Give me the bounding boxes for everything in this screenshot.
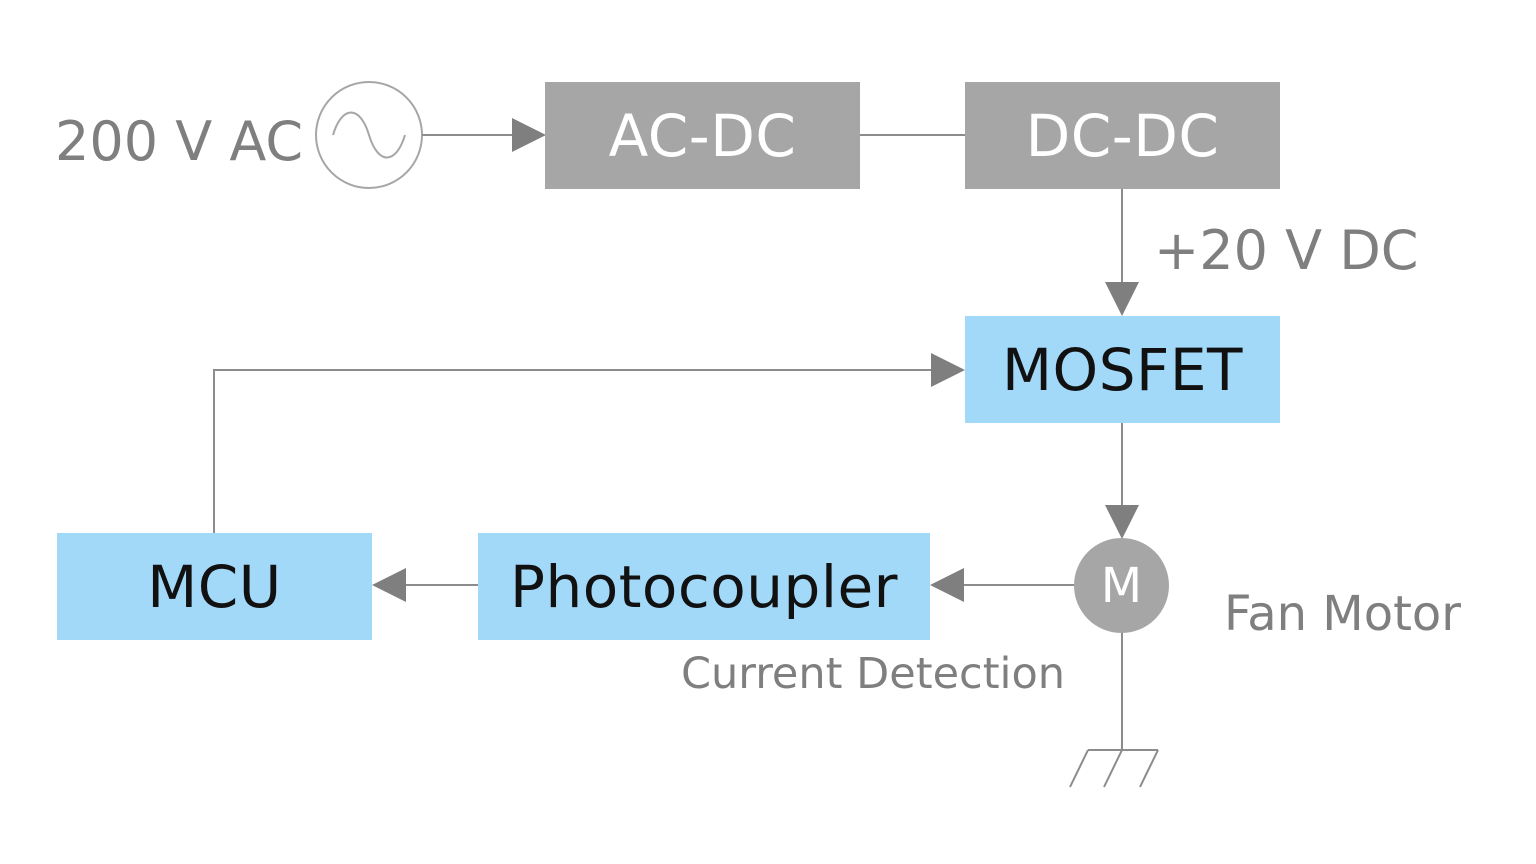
motor-icon: M <box>1074 538 1169 633</box>
current-detection-label: Current Detection <box>681 649 1066 699</box>
fan-motor-label: Fan Motor <box>1224 586 1461 642</box>
ac-dc-block: AC-DC <box>545 82 860 189</box>
ac-source-label: 200 V AC <box>55 110 304 173</box>
dc-dc-block: DC-DC <box>965 82 1280 189</box>
wire-motor-to-photocoupler <box>930 568 1075 602</box>
mcu-block: MCU <box>57 533 372 640</box>
wire-dcdc-to-mosfet <box>1105 189 1139 316</box>
ground-icon <box>1069 749 1159 788</box>
dc-rail-label: +20 V DC <box>1154 219 1419 282</box>
wire-source-to-acdc <box>422 118 546 152</box>
wire-mosfet-to-motor <box>1105 423 1139 539</box>
photocoupler-block: Photocoupler <box>478 533 930 640</box>
wire-mcu-to-mosfet <box>213 353 965 533</box>
mosfet-block: MOSFET <box>965 316 1280 423</box>
ac-source-icon <box>315 81 423 189</box>
wire-photocoupler-to-mcu <box>372 568 478 602</box>
